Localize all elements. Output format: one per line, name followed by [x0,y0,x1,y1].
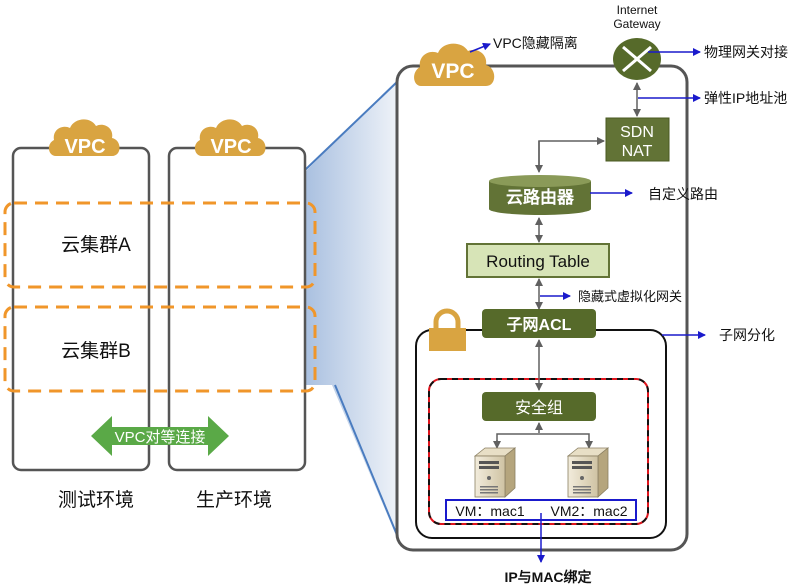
vpc-isolation-arrow [469,42,491,53]
projection-edge-bottom [334,384,398,536]
security-group-dash-overlay [428,378,649,525]
physical-gateway-note: 物理网关对接 [704,44,788,60]
cloud-router-label: 云路由器 [506,187,575,207]
subnet-acl-box [482,309,596,338]
vpc-peering-arrow [91,416,229,456]
server-icon [473,447,517,498]
cluster-a-label: 云集群A [61,234,131,256]
lock-icon [429,308,466,351]
sdn-line1: SDN [620,124,654,141]
vpc-badge-2: VPC [210,136,251,158]
vpc-peering-label: VPC对等连接 [115,428,206,446]
vpc-badge-right: VPC [431,60,474,83]
hidden-gateway-note: 隐藏式虚拟化网关 [578,289,682,304]
sdn-nat-box [605,117,670,162]
cloud-router-icon [489,175,591,215]
custom-route-note: 自定义路由 [648,186,718,202]
security-group-box [482,392,596,421]
cluster-b-label: 云集群B [61,340,131,362]
gateway-title-line1: Internet [617,3,658,17]
internet-gateway-icon [613,38,661,80]
vpc-cloud-icon [414,43,495,86]
vpc-cloud-icon [48,119,120,156]
projection-edge-top [304,81,398,171]
routing-table-label: Routing Table [486,252,590,271]
zoom-projection [305,80,397,538]
vpc-cloud-icon [194,119,266,156]
subnet-acl-label: 子网ACL [507,316,572,334]
prod-env-box [167,146,307,472]
ip-mac-note: IP与MAC绑定 [504,569,591,585]
elastic-ip-note: 弹性IP地址池 [704,90,787,106]
prod-env-label: 生产环境 [196,489,272,511]
security-group-label: 安全组 [515,399,563,417]
cluster-b-region [3,305,317,393]
vm1-label: VM：mac1 [455,503,524,519]
vpc-badge-1: VPC [64,136,105,158]
sdn-line2: NAT [622,143,653,160]
vm2-label: VM2：mac2 [550,503,627,519]
cluster-a-region [3,201,317,289]
vpc-isolation-note: VPC隐藏隔离 [493,35,578,51]
routing-table-box [466,243,610,278]
test-env-label: 测试环境 [58,489,134,511]
subnet-note: 子网分化 [719,327,775,343]
test-env-box [11,146,151,472]
server-icon [566,447,610,498]
gateway-title-line2: Gateway [613,17,660,31]
